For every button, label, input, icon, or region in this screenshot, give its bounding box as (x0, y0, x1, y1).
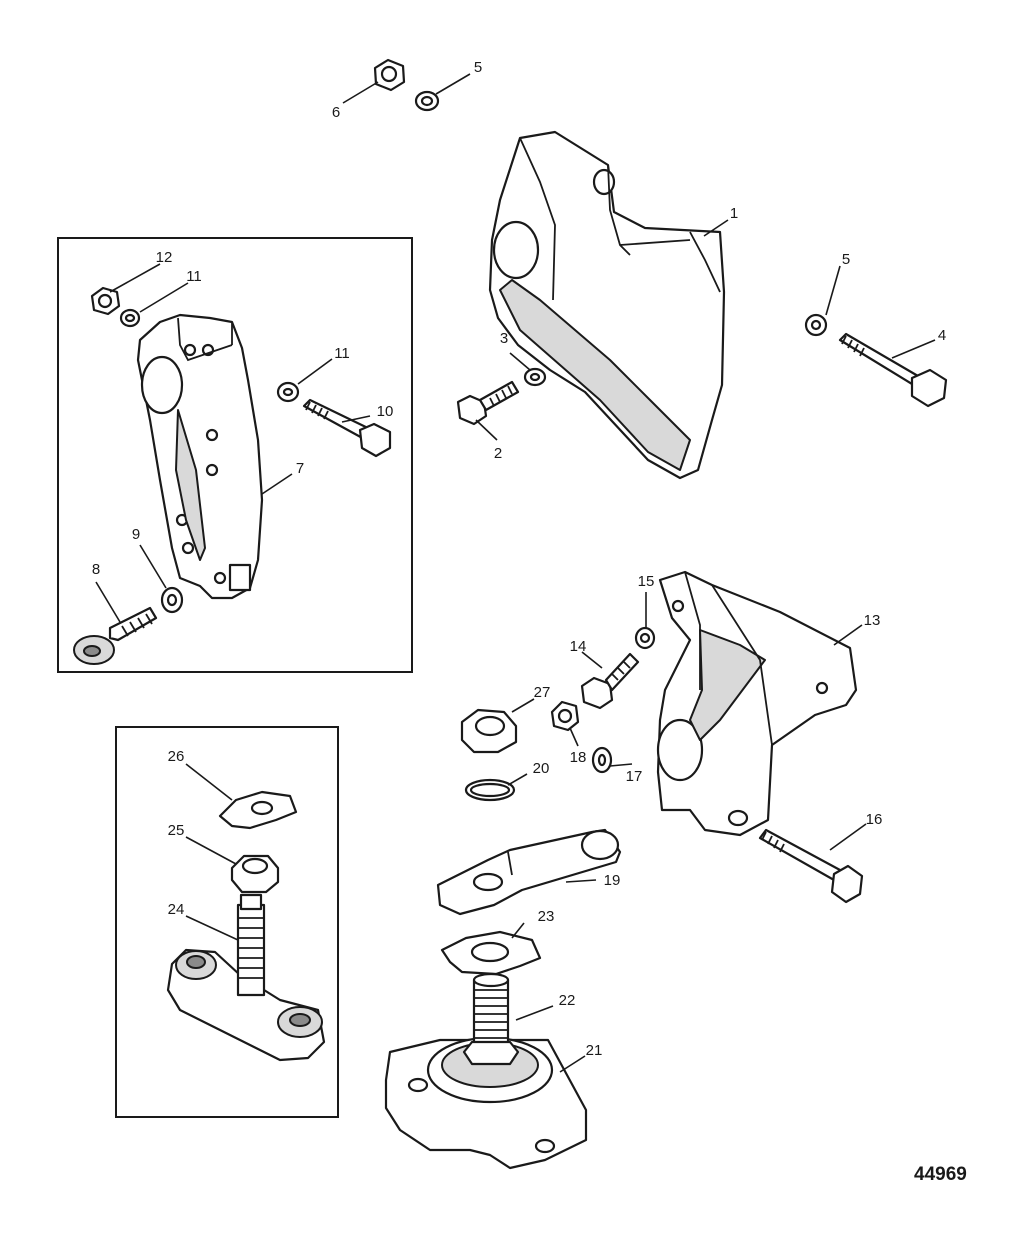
callout-27: 27 (534, 684, 551, 701)
callout-9: 9 (132, 526, 140, 543)
callout-24: 24 (168, 901, 185, 918)
stud-part-22 (462, 972, 520, 1066)
tab-washer-part-23 (440, 930, 542, 976)
callout-4: 4 (938, 327, 946, 344)
lockwasher-part-17 (591, 746, 613, 774)
callout-2: 2 (494, 445, 502, 462)
bolt-part-4 (838, 332, 948, 408)
tab-washer-part-26 (218, 790, 298, 830)
lockwasher-part-15 (634, 626, 656, 650)
callout-25: 25 (168, 822, 185, 839)
lockwasher-part-3 (523, 367, 547, 387)
callout-1: 1 (730, 205, 738, 222)
callout-22: 22 (559, 992, 576, 1009)
callout-23: 23 (538, 908, 555, 925)
inset-box-bracket-kit (57, 237, 413, 673)
lockwasher-part-9 (160, 586, 184, 614)
bracket-part-7 (136, 313, 264, 600)
callout-16: 16 (866, 811, 883, 828)
bolt-part-14 (580, 652, 640, 710)
rear-bracket-part-13 (656, 570, 858, 837)
adjuster-plate-part-24 (166, 893, 326, 1062)
callout-3: 3 (500, 330, 508, 347)
nut-part-6 (373, 58, 406, 92)
mount-bracket-part-1 (488, 130, 726, 480)
nut-part-27 (460, 708, 518, 754)
figure-id-label: 44969 (914, 1164, 967, 1185)
callout-19: 19 (604, 872, 621, 889)
bolt-part-10 (302, 398, 392, 458)
lockwasher-part-11-top (119, 308, 141, 328)
callout-5-right: 5 (842, 251, 850, 268)
leader-lines (95, 73, 936, 1073)
callout-11-right: 11 (334, 345, 350, 362)
callout-18: 18 (570, 749, 587, 766)
lockwasher-part-5-right (804, 313, 828, 337)
callout-20: 20 (533, 760, 550, 777)
callout-12: 12 (156, 249, 173, 266)
callout-13: 13 (864, 612, 881, 629)
callout-11-top: 11 (186, 268, 202, 285)
nut-part-25 (230, 854, 280, 894)
callout-14: 14 (570, 638, 587, 655)
callout-17: 17 (626, 768, 643, 785)
callout-26: 26 (168, 748, 185, 765)
link-arm-part-19 (436, 828, 622, 916)
callout-7: 7 (296, 460, 304, 477)
lockwasher-part-5-top (414, 90, 440, 112)
snap-ring-part-20 (464, 778, 516, 802)
callout-8: 8 (92, 561, 100, 578)
socket-screw-part-8 (73, 606, 158, 665)
bolt-part-2 (456, 380, 520, 426)
nut-part-12 (90, 286, 121, 316)
inset-box-mount-adjuster-kit (115, 726, 339, 1118)
callout-15: 15 (638, 573, 655, 590)
nut-part-18 (550, 700, 580, 732)
bolt-part-16 (758, 828, 864, 904)
callout-5-top: 5 (474, 59, 482, 76)
callout-21: 21 (586, 1042, 603, 1059)
callout-10: 10 (377, 403, 394, 420)
callout-6: 6 (332, 104, 340, 121)
lockwasher-part-11-right (276, 381, 300, 403)
